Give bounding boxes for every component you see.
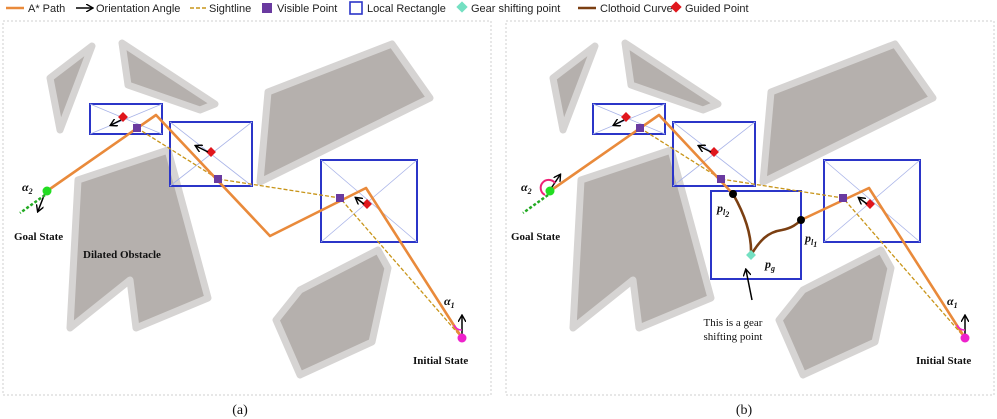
panel-b: Goal State Initial State α2 α1 pl2 pl1 p… bbox=[505, 20, 995, 418]
local-rectangle bbox=[592, 103, 666, 135]
legend-label: A* Path bbox=[28, 3, 65, 15]
goal-label: Goal State bbox=[511, 231, 560, 243]
goal-point bbox=[545, 186, 555, 196]
guided-point bbox=[865, 199, 875, 209]
legend-item-guided-point: Guided Point bbox=[670, 1, 749, 15]
arrow-icon bbox=[196, 146, 209, 153]
note-pointer-arrow bbox=[746, 270, 753, 301]
obstacle bbox=[256, 40, 434, 186]
obstacles bbox=[549, 39, 937, 379]
alpha1-label: α1 bbox=[947, 294, 958, 310]
sightline bbox=[639, 127, 966, 339]
guided-points bbox=[621, 112, 875, 209]
alpha1-label: α1 bbox=[444, 294, 455, 310]
local-rectangle bbox=[320, 159, 418, 243]
guided-point bbox=[362, 199, 372, 209]
legend-item-orientation-angle: Orientation Angle bbox=[76, 3, 180, 15]
legend-item-local-rectangle: Local Rectangle bbox=[349, 1, 446, 15]
legend-label: Clothoid Curve bbox=[600, 3, 673, 15]
obstacle bbox=[775, 246, 895, 379]
visible-point bbox=[636, 124, 644, 132]
rectangle-icon bbox=[349, 1, 363, 15]
clothoid-endpoint-p1 bbox=[797, 216, 805, 224]
initial-label: Initial State bbox=[916, 355, 971, 367]
legend-label: Local Rectangle bbox=[367, 3, 446, 15]
panel-a: Dilated Obstacle bbox=[2, 20, 492, 418]
arrow-icon bbox=[356, 198, 365, 204]
p-l2-label: pl2 bbox=[716, 201, 729, 219]
legend: A* Path Orientation Angle Sightline Visi… bbox=[6, 1, 749, 15]
obstacle bbox=[272, 246, 392, 379]
sightlines bbox=[639, 127, 966, 339]
alpha2-label: α2 bbox=[22, 180, 33, 196]
local-rectangle-gear bbox=[710, 190, 802, 280]
obstacle bbox=[569, 146, 715, 332]
square-icon bbox=[262, 3, 272, 13]
obstacle bbox=[118, 39, 219, 114]
arrow-icon bbox=[699, 146, 712, 153]
obstacles bbox=[46, 39, 434, 379]
p-l1-label: pl1 bbox=[804, 231, 817, 249]
legend-item-gear-shifting-point: Gear shifting point bbox=[456, 1, 560, 15]
gear-note-line1: This is a gear bbox=[704, 317, 763, 329]
astar-path-segment bbox=[800, 186, 967, 339]
guided-point bbox=[206, 147, 216, 157]
obstacle bbox=[759, 40, 937, 186]
p-g-label: pg bbox=[764, 257, 775, 273]
legend-label: Guided Point bbox=[685, 3, 749, 15]
panel-frame bbox=[505, 20, 995, 396]
visible-points bbox=[636, 124, 847, 202]
initial-point bbox=[457, 333, 467, 343]
caption-a: (a) bbox=[232, 403, 248, 418]
arrow-icon bbox=[111, 120, 122, 125]
guided-point bbox=[709, 147, 719, 157]
panel-frame bbox=[2, 20, 492, 396]
astar-path bbox=[46, 113, 464, 339]
arrow-icon bbox=[859, 198, 868, 204]
legend-item-visible-point: Visible Point bbox=[262, 3, 337, 15]
visible-point bbox=[336, 194, 344, 202]
gear-shifting-point bbox=[746, 250, 756, 260]
gear-note-line2: shifting point bbox=[704, 331, 763, 343]
visible-point bbox=[839, 194, 847, 202]
obstacle bbox=[66, 146, 212, 332]
legend-item-sightline: Sightline bbox=[190, 3, 251, 15]
goal-label: Goal State bbox=[14, 231, 63, 243]
alpha2-label: α2 bbox=[521, 180, 532, 196]
legend-label: Gear shifting point bbox=[471, 3, 560, 15]
visible-point bbox=[214, 175, 222, 183]
legend-label: Orientation Angle bbox=[96, 3, 180, 15]
obstacle bbox=[549, 42, 599, 134]
initial-point bbox=[960, 333, 970, 343]
legend-item-clothoid-curve: Clothoid Curve bbox=[578, 3, 673, 15]
sightline bbox=[136, 127, 463, 339]
arrow-icon bbox=[614, 120, 625, 125]
astar-path-segment bbox=[549, 113, 734, 195]
goal-heading-dotted bbox=[19, 193, 46, 215]
local-rectangle bbox=[89, 103, 163, 135]
alpha1-arc bbox=[956, 324, 966, 331]
clothoid-curve bbox=[731, 193, 802, 256]
obstacle bbox=[621, 39, 722, 114]
visible-point bbox=[133, 124, 141, 132]
visible-point bbox=[717, 175, 725, 183]
sightlines bbox=[136, 127, 463, 339]
goal-point bbox=[42, 186, 52, 196]
legend-label: Sightline bbox=[209, 3, 251, 15]
clothoid-endpoint-p2 bbox=[729, 190, 737, 198]
goal-heading-dotted bbox=[522, 193, 549, 215]
initial-label: Initial State bbox=[413, 355, 468, 367]
legend-item-astar-path: A* Path bbox=[6, 3, 65, 15]
visible-points bbox=[133, 124, 344, 202]
obstacle-label: Dilated Obstacle bbox=[83, 249, 161, 261]
legend-label: Visible Point bbox=[277, 3, 337, 15]
local-rectangle bbox=[823, 159, 921, 243]
diamond-icon bbox=[456, 1, 468, 13]
alpha1-arc bbox=[453, 324, 463, 331]
caption-b: (b) bbox=[736, 403, 753, 418]
obstacle bbox=[46, 42, 96, 134]
alpha2-arc bbox=[539, 178, 556, 196]
